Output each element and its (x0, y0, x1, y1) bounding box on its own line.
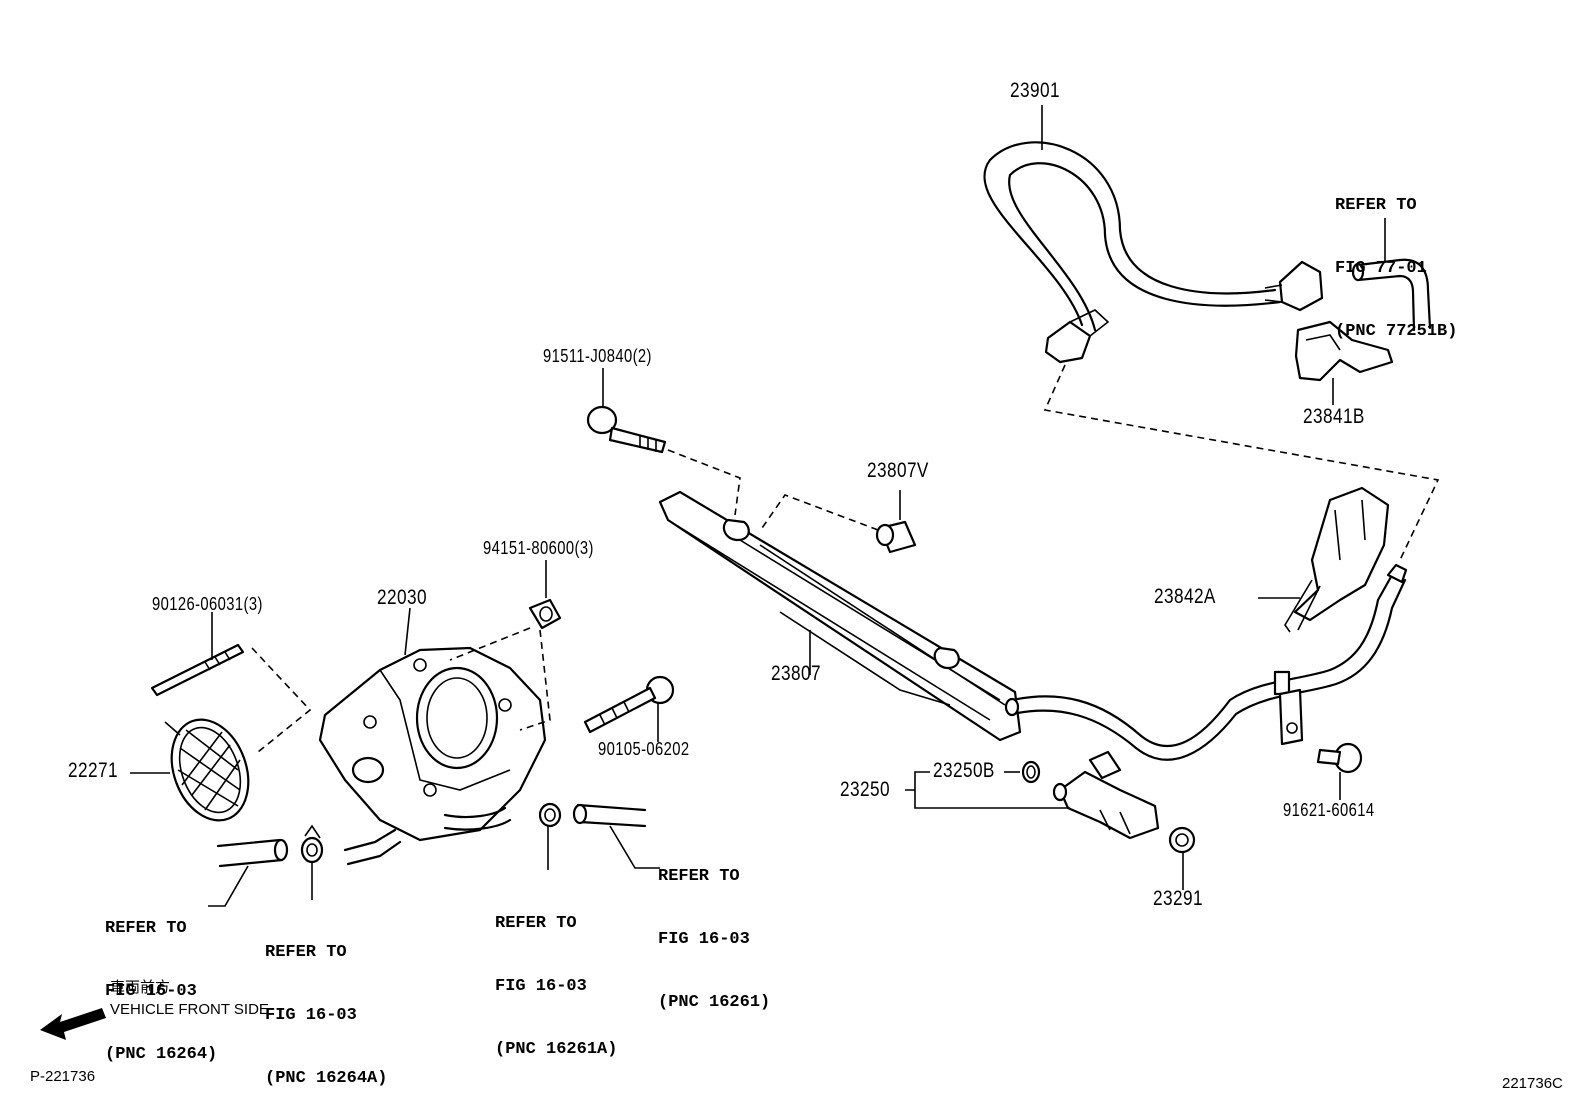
illustration-code: P-221736 (30, 1068, 96, 1085)
part-label-22271[interactable]: 22271 (68, 759, 118, 782)
fuel-hose-23901 (983, 105, 1324, 364)
clamp-16261a (538, 802, 562, 870)
fuel-line (1004, 563, 1408, 761)
vehicle-front-label-jp: 車両前方 (110, 978, 171, 996)
reference-line: FIG 16-03 (658, 930, 750, 949)
figure-code: 221736C (1502, 1075, 1563, 1092)
reference-line: (PNC 77251B) (1335, 322, 1458, 341)
reference-pnc-77251b[interactable]: REFER TO FIG 77-01 (PNC 77251B) (1335, 153, 1457, 363)
reference-line: (PNC 16264) (105, 1045, 218, 1064)
part-label-23807[interactable]: 23807 (771, 662, 821, 685)
reference-line: REFER TO (658, 867, 740, 886)
vehicle-front-label: VEHICLE FRONT SIDE (110, 1001, 269, 1018)
reference-line: (PNC 16261) (658, 993, 771, 1012)
reference-line: REFER TO (105, 919, 187, 938)
reference-line: REFER TO (1335, 196, 1417, 215)
part-label-22030[interactable]: 22030 (377, 586, 427, 609)
clip-23842a (1258, 486, 1390, 633)
part-label-23291[interactable]: 23291 (1153, 887, 1203, 910)
part-label-91621[interactable]: 91621-60614 (1283, 800, 1375, 820)
clamp-16264a (300, 824, 324, 900)
throttle-body-22030 (318, 607, 547, 866)
spacer-23807v (761, 490, 917, 554)
part-label-90105[interactable]: 90105-06202 (598, 739, 690, 759)
reference-pnc-16264a[interactable]: REFER TO FIG 16-03 (PNC 16264A) (265, 900, 387, 1110)
stud-90126 (150, 612, 312, 753)
injector-23250 (905, 750, 1196, 890)
part-label-23250[interactable]: 23250 (840, 778, 890, 801)
reference-line: REFER TO (495, 914, 577, 933)
part-label-23901[interactable]: 23901 (1010, 79, 1060, 102)
part-label-23807v[interactable]: 23807V (867, 459, 929, 482)
part-label-23250b[interactable]: 23250B (933, 759, 995, 782)
reference-line: (PNC 16261A) (495, 1040, 618, 1059)
bolt-91621 (1316, 742, 1363, 800)
part-label-23842a[interactable]: 23842A (1154, 585, 1216, 608)
hose-16261 (572, 803, 660, 869)
reference-line: FIG 16-03 (105, 982, 197, 1001)
pipe-77251b (1351, 218, 1432, 332)
front-direction-arrow (40, 1008, 106, 1040)
clip-23841b (1294, 320, 1394, 405)
bolt-91511 (586, 368, 741, 516)
reference-pnc-16264[interactable]: REFER TO FIG 16-03 (PNC 16264) (105, 876, 217, 1086)
part-label-23841b[interactable]: 23841B (1303, 405, 1365, 428)
hose-16264 (208, 838, 289, 907)
reference-line: FIG 77-01 (1335, 259, 1427, 278)
nut-94151 (449, 560, 562, 731)
part-label-91511[interactable]: 91511-J0840(2) (543, 346, 652, 366)
part-label-94151[interactable]: 94151-80600(3) (483, 538, 594, 558)
part-label-90126[interactable]: 90126-06031(3) (152, 594, 263, 614)
reference-line: (PNC 16264A) (265, 1069, 388, 1088)
bolt-90105 (583, 675, 675, 742)
reference-pnc-16261[interactable]: REFER TO FIG 16-03 (PNC 16261) (658, 824, 770, 1034)
reference-line: REFER TO (265, 943, 347, 962)
gasket-22271 (130, 718, 250, 822)
reference-pnc-16261a[interactable]: REFER TO FIG 16-03 (PNC 16261A) (495, 871, 617, 1081)
reference-line: FIG 16-03 (495, 977, 587, 996)
reference-line: FIG 16-03 (265, 1006, 357, 1025)
fuel-rail-23807 (658, 490, 1022, 742)
